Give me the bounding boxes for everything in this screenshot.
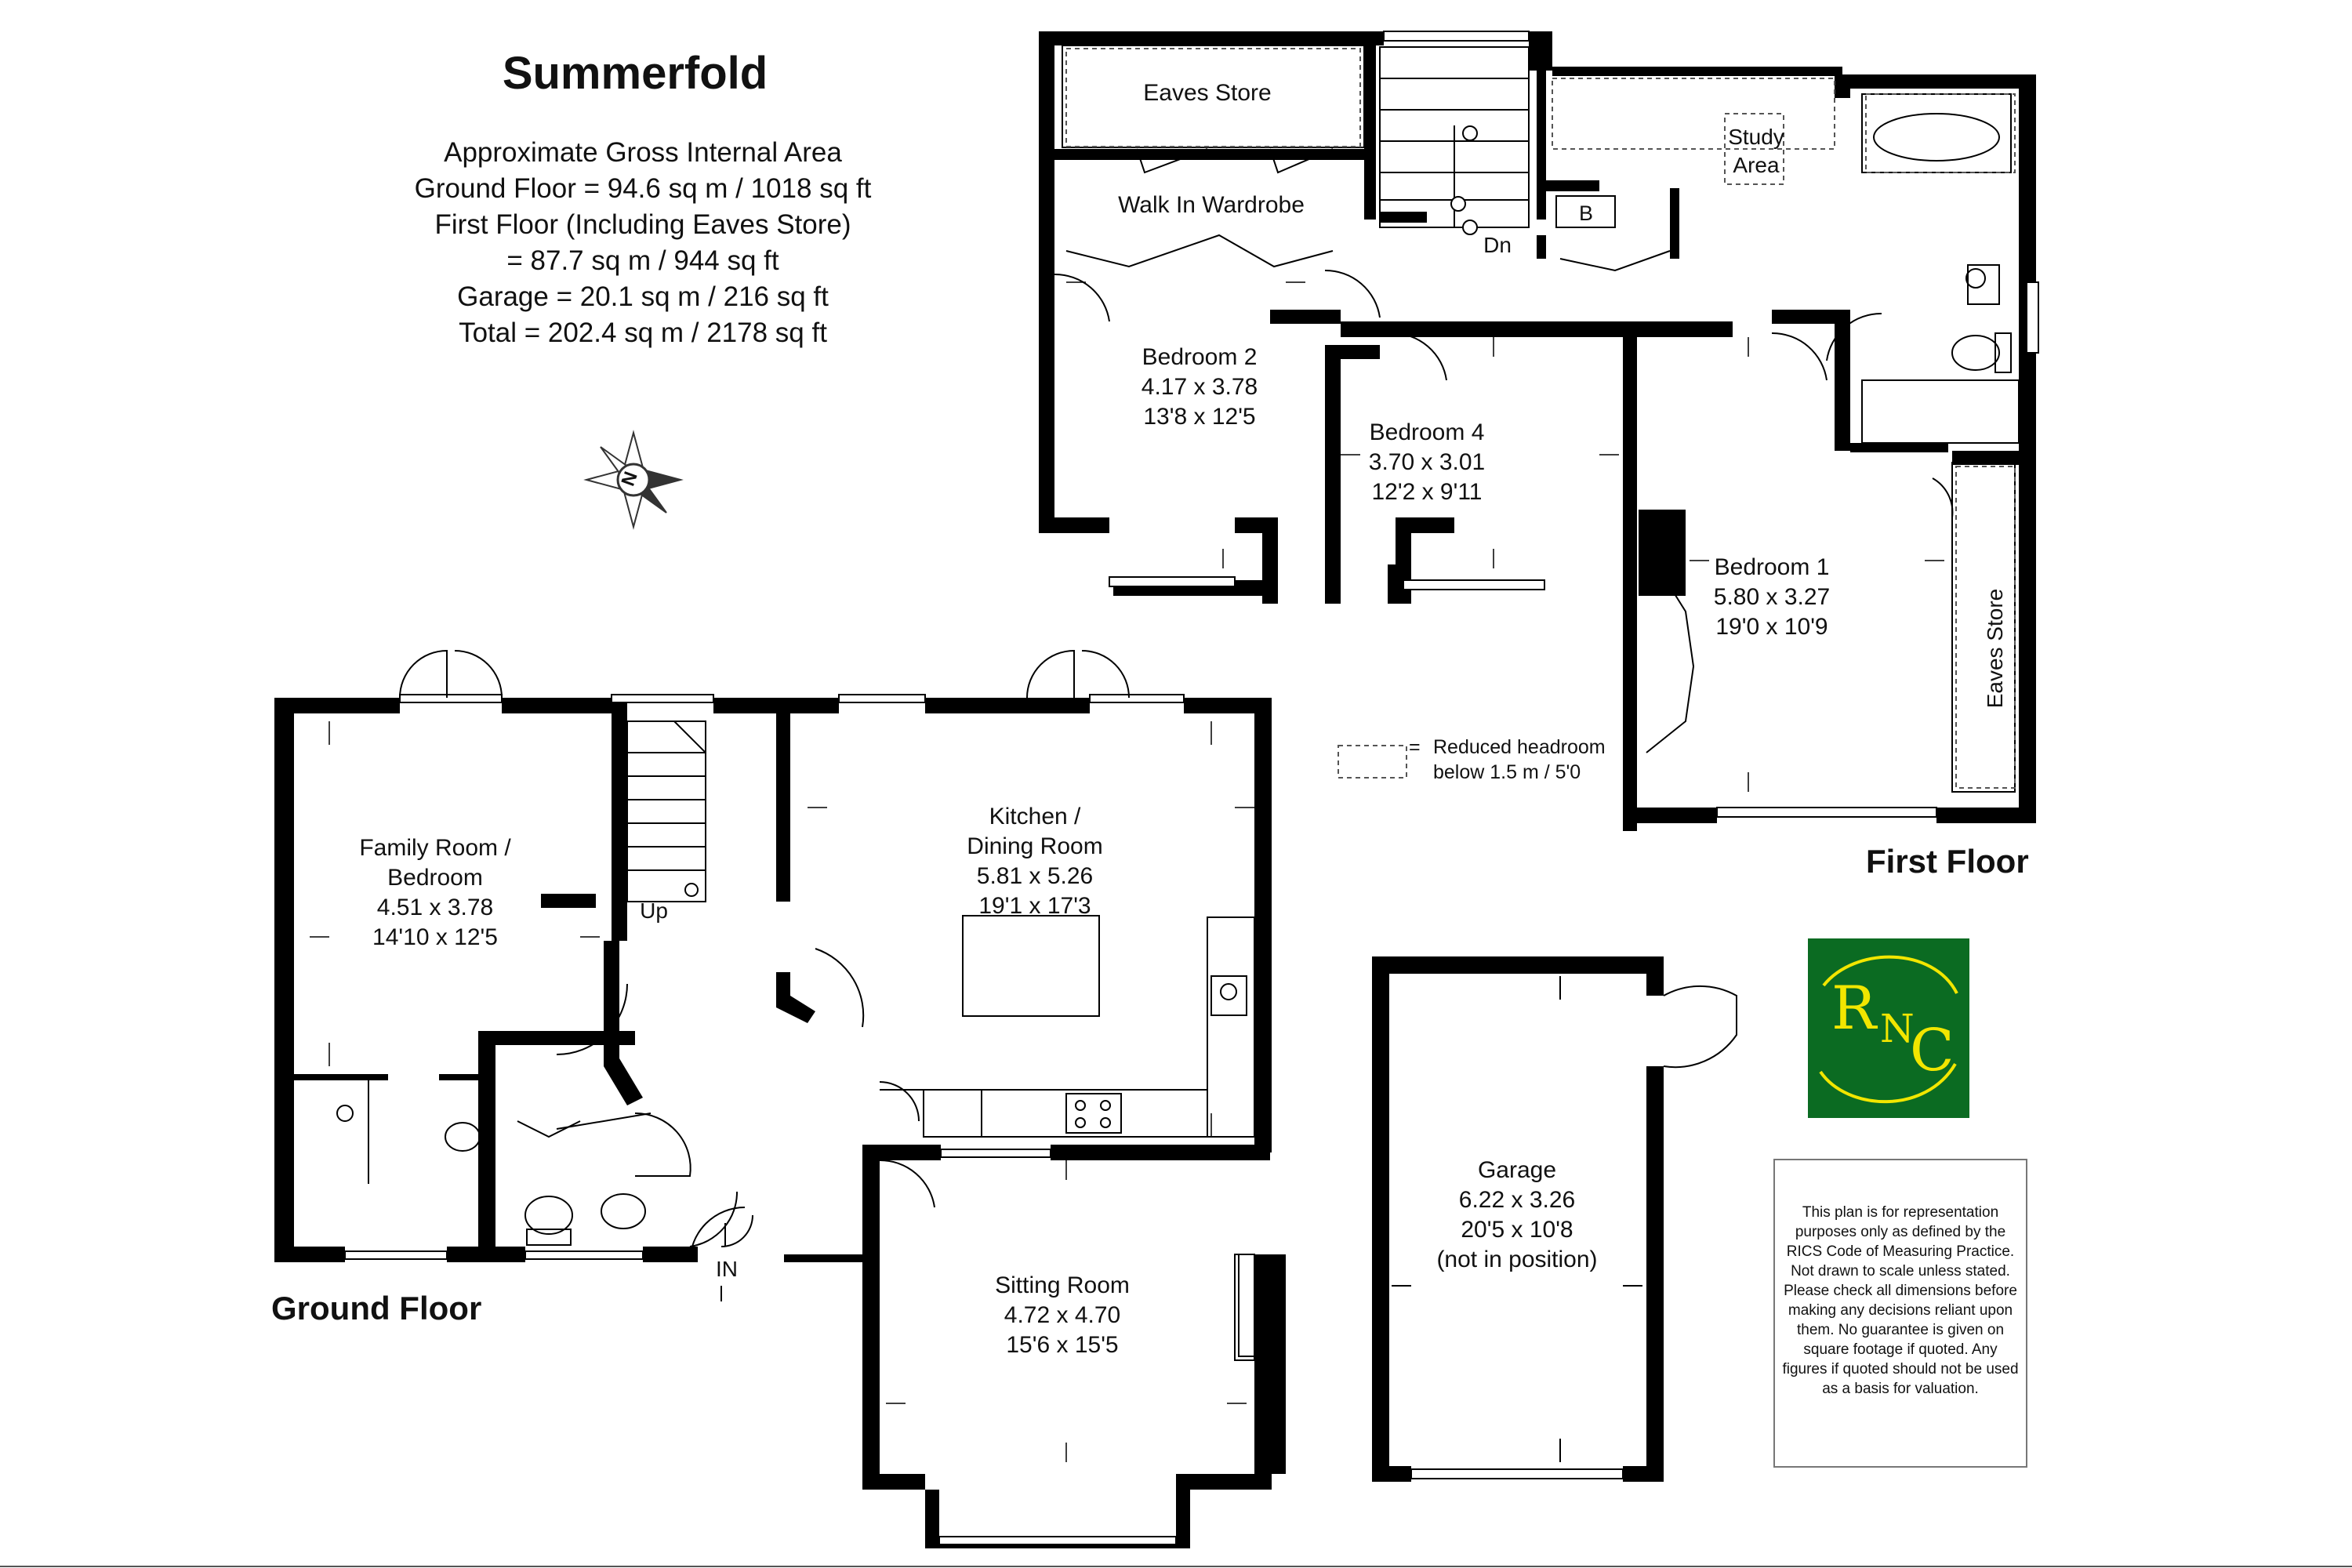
bedroom-1-metric: 5.80 x 3.27 [1713,584,1831,610]
legend-equals: = [1409,736,1421,758]
ground-floor-walls [274,698,1286,1548]
garage-metric: 6.22 x 3.26 [1458,1187,1576,1213]
first-floor-details [1054,45,2020,793]
first-floor-windows [1109,31,2039,818]
bedroom-4-metric: 3.70 x 3.01 [1368,449,1486,475]
room-label-sitting-room: Sitting Room 4.72 x 4.70 15'6 x 15'5 [968,1271,1156,1360]
room-label-kitchen: Kitchen / Dining Room 5.81 x 5.26 19'1 x… [941,802,1129,921]
first-floor-walls [1039,31,2038,831]
ground-floor-title: Ground Floor [271,1290,482,1327]
property-title: Summerfold [502,48,768,99]
bedroom-2-imperial: 13'8 x 12'5 [1143,404,1256,430]
logo-letter-c: C [1910,1017,1955,1084]
area-summary-line-5: Garage = 20.1 sq m / 216 sq ft [457,281,829,312]
label-stairs-down: Dn [1483,233,1512,257]
legend-line-1: Reduced headroom [1433,736,1606,758]
family-room-metric: 4.51 x 3.78 [376,895,494,920]
area-summary-line-1: Approximate Gross Internal Area [444,137,842,168]
bedroom-2-metric: 4.17 x 3.78 [1141,374,1258,400]
first-floor-dimension-markers [1066,281,1944,792]
family-room-name-1: Family Room / [359,835,511,861]
ground-floor-dimension-markers [310,721,1254,1462]
garage-details [1392,976,1737,1479]
area-summary-line-4: = 87.7 sq m / 944 sq ft [506,245,779,276]
kitchen-imperial: 19'1 x 17'3 [978,893,1091,919]
room-label-bedroom-1: Bedroom 1 5.80 x 3.27 19'0 x 10'9 [1693,553,1850,642]
sitting-room-name: Sitting Room [995,1272,1130,1298]
first-floor-title: First Floor [1866,843,2029,880]
label-entrance: IN [716,1257,738,1281]
study-area-line-2: Area [1733,153,1780,177]
label-eaves-store-side: Eaves Store [1983,588,2007,709]
label-walk-in-wardrobe: Walk In Wardrobe [1118,192,1305,218]
room-label-bedroom-2: Bedroom 2 4.17 x 3.78 13'8 x 12'5 [1121,343,1278,432]
study-area-line-1: Study [1728,125,1784,149]
garage-note: (not in position) [1436,1247,1598,1272]
sitting-room-imperial: 15'6 x 15'5 [1006,1332,1119,1358]
label-study-area: Study Area [1709,123,1803,180]
legend-line-2: below 1.5 m / 5'0 [1433,761,1581,783]
disclaimer-box: This plan is for representation purposes… [1773,1159,2027,1468]
ground-floor-windows [344,694,1255,1545]
label-eaves-store-top: Eaves Store [1143,80,1272,106]
rnc-logo: R N C [1808,938,1969,1118]
room-label-garage: Garage 6.22 x 3.26 20'5 x 10'8 (not in p… [1423,1156,1611,1275]
family-room-imperial: 14'10 x 12'5 [372,924,498,950]
area-summary-line-6: Total = 202.4 sq m / 2178 sq ft [459,318,827,348]
label-boiler: B [1578,201,1593,225]
label-stairs-up: Up [640,898,668,923]
bedroom-2-name: Bedroom 2 [1142,344,1258,370]
kitchen-name-2: Dining Room [967,833,1103,859]
bedroom-4-name: Bedroom 4 [1369,419,1485,445]
logo-letter-r: R [1831,973,1877,1043]
room-label-family-room: Family Room / Bedroom 4.51 x 3.78 14'10 … [341,833,529,953]
logo-swoosh-icon [1819,955,1958,1104]
garage-imperial: 20'5 x 10'8 [1461,1217,1573,1243]
garage-walls [1372,956,1664,1482]
ground-floor-details [336,649,1255,1361]
garage-name: Garage [1477,1157,1557,1183]
bedroom-4-imperial: 12'2 x 9'11 [1371,479,1483,505]
kitchen-metric: 5.81 x 5.26 [976,863,1094,889]
logo-letter-n: N [1880,1006,1915,1051]
room-label-bedroom-4: Bedroom 4 3.70 x 3.01 12'2 x 9'11 [1348,418,1505,507]
legend-dashed-box [1338,745,1407,779]
bedroom-1-name: Bedroom 1 [1714,554,1830,580]
kitchen-name-1: Kitchen / [989,804,1081,829]
area-summary-line-3: First Floor (Including Eaves Store) [434,209,851,240]
compass-rose [583,430,684,530]
sitting-room-metric: 4.72 x 4.70 [1004,1302,1121,1328]
area-summary-line-2: Ground Floor = 94.6 sq m / 1018 sq ft [414,173,872,204]
bedroom-1-imperial: 19'0 x 10'9 [1715,614,1828,640]
family-room-name-2: Bedroom [387,865,483,891]
